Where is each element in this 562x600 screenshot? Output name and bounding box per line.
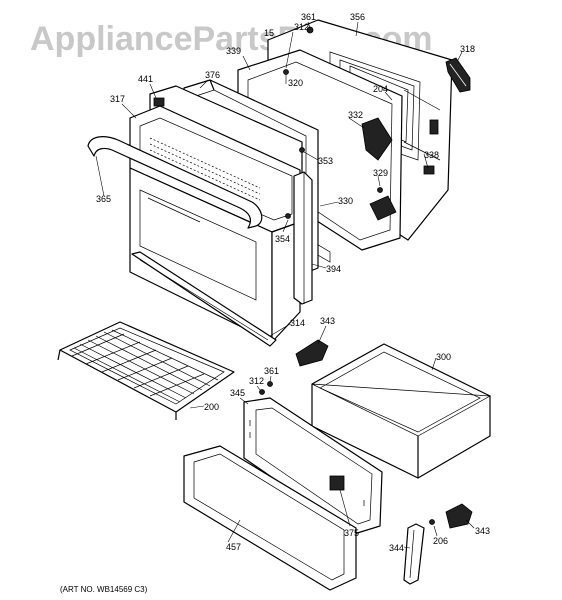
label-317: 317 [110,94,125,104]
hinge-strip-part [445,57,471,93]
label-15: 15 [264,28,274,38]
label-332: 332 [348,110,363,120]
part-labels: 361 312 15 356 318 339 320 441 376 204 3… [96,12,490,553]
label-312-bottom: 312 [249,376,264,386]
drawer-slide-rail [403,523,425,585]
label-361-top: 361 [301,12,316,22]
label-354: 354 [275,234,290,244]
label-361-bottom: 361 [264,366,279,376]
door-hinge-arm [293,171,313,305]
screw-312-bottom [259,389,265,395]
label-344: 344 [389,543,404,553]
label-343-bottom: 343 [475,526,490,536]
label-330: 330 [338,196,353,206]
drawer-clip-bottom [445,503,473,529]
label-300: 300 [436,352,451,362]
drawer-clip-top [295,339,329,367]
label-206: 206 [433,536,448,546]
door-liner-panel [237,49,403,263]
oven-door-handle [87,136,263,229]
label-394: 394 [326,264,341,274]
label-343-top: 343 [320,316,335,326]
label-339: 339 [226,46,241,56]
drawer-front-cover [183,445,357,591]
label-457: 457 [226,542,241,552]
label-329: 329 [373,168,388,178]
label-353: 353 [318,156,333,166]
screw-361-bottom [267,381,273,387]
door-bottom-trim [131,251,277,347]
screw-206 [429,519,435,525]
label-345: 345 [230,388,245,398]
door-vent-slots [149,137,261,201]
label-441: 441 [138,74,153,84]
art-number: (ART NO. WB14569 C3) [60,585,148,594]
label-338: 338 [424,150,439,160]
label-356: 356 [350,12,365,22]
label-204: 204 [373,84,388,94]
oven-rack [57,321,235,420]
label-320: 320 [288,78,303,88]
label-318: 318 [460,44,475,54]
label-200: 200 [204,402,219,412]
label-376: 376 [205,70,220,80]
label-314: 314 [290,318,305,328]
label-375: 375 [344,528,359,538]
leader-lines [95,21,475,549]
label-365: 365 [96,194,111,204]
drawer-front-inner-panel [243,397,383,535]
label-312-top: 312 [294,22,309,32]
